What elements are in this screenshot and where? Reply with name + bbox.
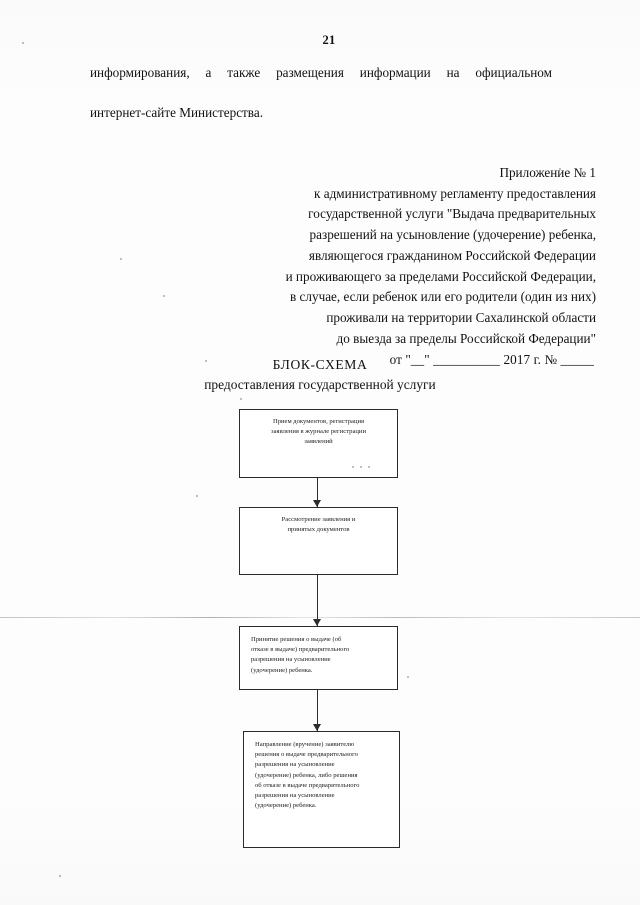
flowchart-box-2-line: принятых документов	[287, 526, 350, 534]
flowchart-box-3-line: отказе в выдаче) предварительного	[251, 646, 350, 654]
flowchart-box-1-line: заявления в журнале регистрации	[271, 428, 366, 436]
appendix-line: государственной услуги "Выдача предварит…	[308, 206, 596, 222]
flowchart-box-4-line: решения о выдаче предварительного	[255, 751, 358, 759]
scheme-title: БЛОК-СХЕМА предоставления государственно…	[0, 355, 640, 395]
flowchart-box-2: Рассмотрение заявления и принятых докуме…	[239, 507, 398, 575]
scan-speck	[240, 398, 242, 400]
flowchart-box-3-line: разрешения на усыновление	[251, 656, 331, 664]
appendix-line: являющегося гражданином Российской Федер…	[308, 247, 596, 263]
appendix-line: и проживающего за пределами Российской Ф…	[285, 268, 596, 284]
scan-speck	[352, 466, 354, 468]
scheme-title-subheading: предоставления государственной услуги	[204, 377, 436, 392]
flowchart-box-3-line: Принятие решения о выдаче (об	[251, 636, 342, 643]
scan-speck	[360, 466, 362, 468]
flowchart-box-1: Прием документов, регистрация заявления …	[239, 409, 398, 478]
appendix-line: разрешений на усыновление (удочерение) р…	[309, 227, 596, 243]
page-number: 21	[0, 33, 640, 48]
scan-speck	[120, 258, 122, 260]
appendix-date-line: от "__" __________ 2017 г. № _____	[389, 352, 594, 368]
flowchart-arrowhead-2-3	[313, 619, 321, 626]
flowchart-arrowhead-3-4	[313, 724, 321, 731]
appendix-line: в случае, если ребенок или его родители …	[290, 289, 596, 305]
scan-speck	[205, 360, 207, 362]
flowchart-box-3-line: (удочерение) ребенка.	[251, 666, 313, 674]
flowchart-box-2-line: Рассмотрение заявления и	[281, 516, 356, 523]
flowchart-arrowhead-1-2	[313, 500, 321, 507]
flowchart-box-4-line: разрешения на усыновление	[255, 761, 335, 769]
flowchart-box-4-line: об отказе в выдаче предварительного	[255, 781, 360, 789]
flowchart-box-4-line: разрешения на усыновление	[255, 792, 335, 800]
appendix-line: до выезда за пределы Российской Федераци…	[336, 330, 596, 346]
flowchart-box-1-line: заявлений	[304, 438, 333, 446]
scan-speck	[559, 168, 561, 170]
flowchart-box-4-line: Направление (вручение) заявителю	[255, 741, 355, 748]
page-number-value: 21	[322, 33, 336, 47]
scan-artifact-line	[0, 617, 640, 618]
scan-speck	[163, 295, 165, 297]
flowchart-box-3: Принятие решения о выдаче (об отказе в в…	[239, 626, 398, 690]
flowchart-box-4-line: (удочерение) ребенка.	[255, 802, 317, 810]
appendix-reference-block: Приложение № 1 к административному регла…	[150, 163, 596, 371]
flowchart-connector-2-3	[317, 575, 318, 626]
scan-speck	[407, 676, 409, 678]
flowchart-box-1-line: Прием документов, регистрация	[272, 418, 365, 425]
flowchart-box-4: Направление (вручение) заявителю решения…	[243, 731, 400, 848]
scan-speck	[59, 875, 61, 877]
intro-paragraph-line-2: интернет-сайте Министерства.	[90, 105, 264, 120]
appendix-line: Приложение № 1	[499, 165, 596, 180]
flowchart-box-4-line: (удочерение) ребенка, либо решения	[255, 771, 358, 779]
scan-speck	[196, 495, 198, 497]
intro-paragraph: информирования, а также размещения инфор…	[90, 63, 552, 123]
scheme-title-heading: БЛОК-СХЕМА	[272, 357, 368, 372]
scan-speck	[368, 466, 370, 468]
appendix-line: к административному регламенту предостав…	[314, 185, 596, 201]
flowchart-connector-3-4	[317, 690, 318, 731]
flowchart-connector-1-2	[317, 478, 318, 507]
appendix-line: проживали на территории Сахалинской обла…	[326, 309, 596, 325]
scan-speck	[22, 42, 24, 44]
intro-paragraph-line-1: информирования, а также размещения инфор…	[90, 65, 552, 80]
